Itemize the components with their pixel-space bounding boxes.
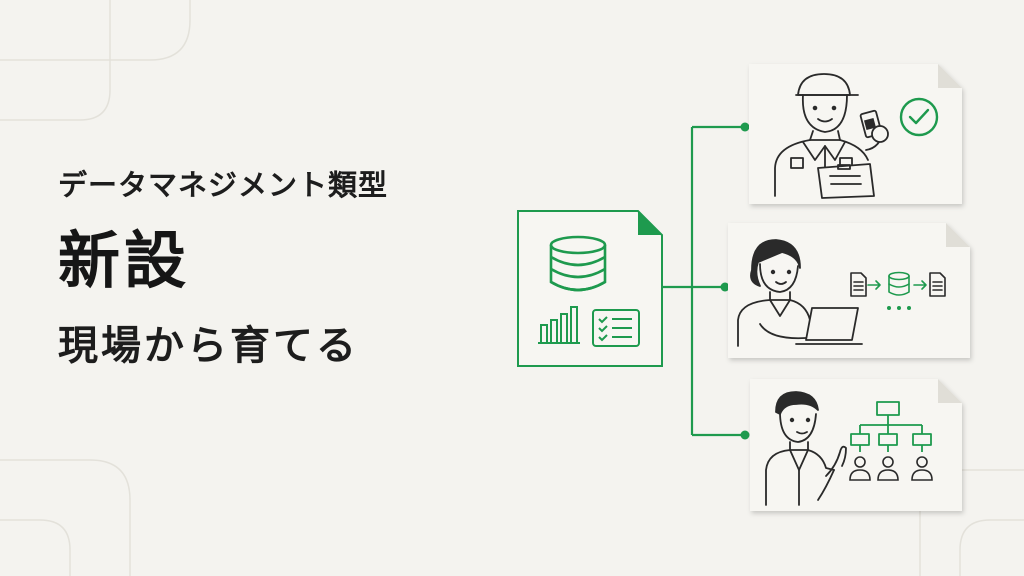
check-circle-icon — [899, 97, 939, 137]
arrow-icon — [867, 280, 881, 290]
card-manager-org-chart — [750, 379, 962, 511]
hub-card — [517, 210, 663, 367]
connector-dots — [720, 122, 750, 440]
manager-pointing-icon — [765, 391, 847, 506]
org-chart-icon — [850, 401, 932, 452]
card-office-worker — [728, 223, 970, 358]
handheld-scanner-icon — [859, 109, 889, 143]
document-icon — [850, 272, 867, 297]
heading-block: データマネジメント類型 新設 現場から育てる — [58, 168, 498, 370]
person-icon — [877, 456, 899, 481]
connector-dot-1 — [740, 122, 750, 132]
person-icon — [849, 456, 871, 481]
field-worker-with-clipboard-icon — [774, 73, 885, 199]
checklist-icon — [592, 309, 640, 347]
subtitle: データマネジメント類型 — [58, 168, 389, 202]
page-title: 新設 — [58, 223, 191, 297]
document-flow-icon — [850, 271, 946, 297]
document-icon — [929, 272, 946, 297]
database-icon — [888, 271, 910, 296]
arrow-icon — [913, 280, 927, 290]
tagline: 現場から育てる — [58, 323, 359, 370]
connector-dot-3 — [740, 430, 750, 440]
person-icons — [849, 456, 933, 481]
office-worker-with-laptop-icon — [737, 239, 863, 347]
database-icon — [549, 235, 607, 292]
person-icon — [911, 456, 933, 481]
card-field-worker — [749, 64, 962, 204]
connector-lines — [662, 125, 745, 437]
ellipsis-icon — [887, 306, 911, 310]
bar-chart-icon — [538, 306, 580, 344]
connector-dot-2 — [720, 282, 730, 292]
